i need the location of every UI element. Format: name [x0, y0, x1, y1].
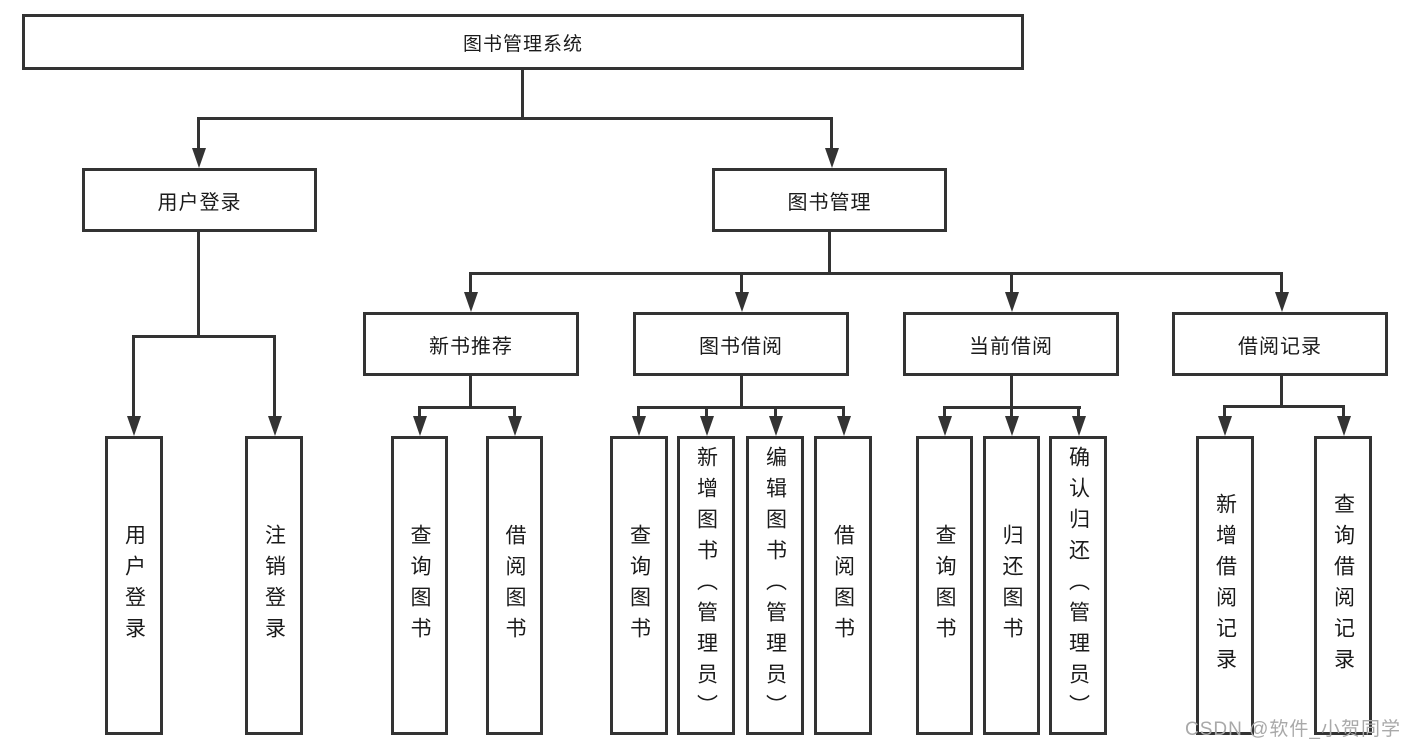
leaf-label: 查询图书 — [408, 523, 431, 648]
connector-drop — [273, 335, 276, 420]
connector-stem — [828, 232, 831, 275]
arrow-down-icon — [1218, 416, 1232, 436]
connector-rail — [637, 406, 845, 409]
connector-stem — [1010, 376, 1013, 409]
arrow-down-icon — [464, 292, 478, 312]
connector-drop — [774, 406, 777, 420]
arrow-down-icon — [1005, 292, 1019, 312]
connector-rail — [418, 406, 516, 409]
connector-drop — [469, 272, 472, 294]
node-current-borrow: 当前借阅 — [903, 312, 1119, 376]
arrow-down-icon — [700, 416, 714, 436]
csdn-watermark: CSDN @软件_小贺同学 — [1185, 719, 1401, 740]
connector-root-stem — [521, 70, 524, 119]
node-book-borrow: 图书借阅 — [633, 312, 849, 376]
connector-drop — [637, 406, 640, 420]
leaf-label: 新增图书（管理员） — [694, 446, 718, 725]
connector-l2-rail — [197, 117, 833, 120]
node-label: 新书推荐 — [429, 335, 513, 358]
arrow-down-icon — [938, 416, 952, 436]
connector-drop — [705, 406, 708, 420]
connector-l3-rail — [469, 272, 1283, 275]
arrow-down-icon — [837, 416, 851, 436]
arrow-down-icon — [127, 416, 141, 436]
connector-drop — [132, 335, 135, 420]
leaf-label: 用户登录 — [122, 523, 146, 648]
leaf-borrow-books-2: 借阅图书 — [814, 436, 872, 735]
leaf-label: 归还图书 — [1000, 523, 1023, 648]
connector-drop — [842, 406, 845, 420]
leaf-label: 新增借阅记录 — [1213, 492, 1237, 679]
node-label: 借阅记录 — [1238, 335, 1322, 358]
arrow-down-icon — [1005, 416, 1019, 436]
leaf-label: 确认归还（管理员） — [1066, 446, 1090, 725]
node-root-system: 图书管理系统 — [22, 14, 1024, 70]
connector-drop — [1342, 405, 1345, 420]
leaf-label: 查询图书 — [933, 523, 956, 648]
arrow-down-icon — [192, 148, 206, 168]
leaf-borrow-books-1: 借阅图书 — [486, 436, 543, 735]
arrow-down-icon — [735, 292, 749, 312]
connector-stem — [197, 232, 200, 338]
connector-drop — [1077, 406, 1080, 420]
connector-drop — [1010, 272, 1013, 294]
connector-stem — [469, 376, 472, 409]
connector-drop — [197, 117, 200, 151]
arrow-down-icon — [508, 416, 522, 436]
connector-drop — [740, 272, 743, 294]
connector-drop — [1280, 272, 1283, 294]
leaf-label: 编辑图书（管理员） — [763, 446, 787, 725]
node-label: 当前借阅 — [969, 335, 1053, 358]
leaf-label: 借阅图书 — [503, 523, 526, 648]
node-label: 图书管理 — [787, 191, 872, 214]
connector-stem — [740, 376, 743, 409]
arrow-down-icon — [413, 416, 427, 436]
arrow-down-icon — [1275, 292, 1289, 312]
leaf-query-books-2: 查询图书 — [610, 436, 668, 735]
leaf-label: 借阅图书 — [831, 523, 855, 648]
connector-drop — [418, 406, 421, 420]
node-book-management: 图书管理 — [712, 168, 947, 232]
leaf-label: 注销登录 — [262, 523, 286, 648]
node-user-login: 用户登录 — [82, 168, 317, 232]
connector-drop — [1223, 405, 1226, 420]
connector-rail — [132, 335, 276, 338]
leaf-confirm-return-admin: 确认归还（管理员） — [1049, 436, 1107, 735]
arrow-down-icon — [1337, 416, 1351, 436]
node-label: 图书管理系统 — [462, 33, 583, 55]
arrow-down-icon — [769, 416, 783, 436]
leaf-edit-books-admin: 编辑图书（管理员） — [746, 436, 804, 735]
leaf-logout: 注销登录 — [245, 436, 303, 735]
connector-stem — [1280, 376, 1283, 408]
leaf-add-borrow-record: 新增借阅记录 — [1196, 436, 1254, 735]
arrow-down-icon — [632, 416, 646, 436]
connector-rail — [1223, 405, 1345, 408]
connector-drop — [943, 406, 946, 420]
leaf-user-login: 用户登录 — [105, 436, 163, 735]
connector-drop — [513, 406, 516, 420]
leaf-return-books: 归还图书 — [983, 436, 1040, 735]
leaf-query-books-1: 查询图书 — [391, 436, 448, 735]
arrow-down-icon — [268, 416, 282, 436]
node-new-book-recommend: 新书推荐 — [363, 312, 579, 376]
leaf-label: 查询借阅记录 — [1331, 492, 1355, 679]
connector-drop — [830, 117, 833, 151]
arrow-down-icon — [825, 148, 839, 168]
node-borrow-records: 借阅记录 — [1172, 312, 1388, 376]
node-label: 用户登录 — [157, 191, 242, 214]
node-label: 图书借阅 — [699, 335, 783, 358]
leaf-query-books-3: 查询图书 — [916, 436, 973, 735]
arrow-down-icon — [1072, 416, 1086, 436]
connector-drop — [1010, 406, 1013, 420]
leaf-label: 查询图书 — [627, 523, 651, 648]
leaf-add-books-admin: 新增图书（管理员） — [677, 436, 735, 735]
leaf-query-borrow-record: 查询借阅记录 — [1314, 436, 1372, 735]
